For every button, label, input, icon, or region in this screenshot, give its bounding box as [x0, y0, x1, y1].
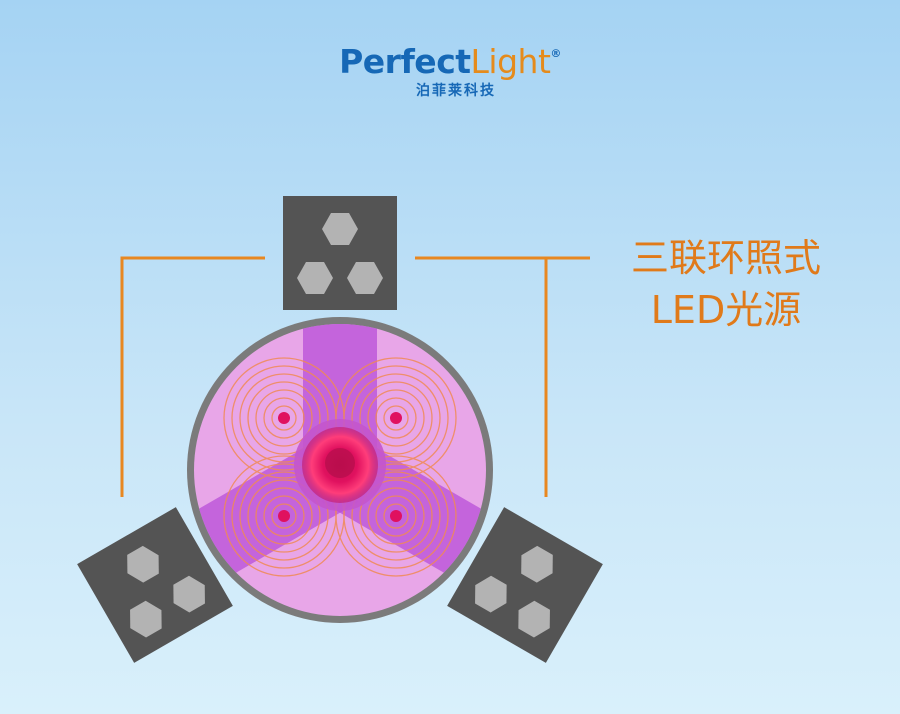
title-line-2: LED光源 [650, 288, 802, 332]
logo-company-name: 泊菲莱科技 [416, 83, 496, 99]
sample-point-top-left [278, 412, 290, 424]
led-module-top [283, 196, 397, 310]
irradiation-rings [223, 357, 457, 577]
logo-word-light: Light [470, 42, 551, 81]
title-line-1: 三联环照式 [630, 236, 821, 280]
logo-wordmark: PerfectLight® [330, 38, 570, 82]
hexagon-chip-icon [322, 213, 358, 245]
hexagon-chip-icon [518, 600, 550, 638]
sample-point-bottom-right [390, 510, 402, 522]
hexagon-chip-icon [521, 545, 553, 583]
led-module-icon [77, 507, 233, 663]
bracket-left [120, 256, 265, 497]
sample-point-top-right [390, 412, 402, 424]
hexagon-chip-icon [347, 262, 383, 294]
sample-point-bottom-left [278, 510, 290, 522]
bracket-lines [120, 256, 590, 497]
rings-top-right [335, 357, 457, 479]
hexagon-chip-icon [130, 600, 162, 638]
led-module-icon [447, 507, 603, 663]
hexagon-chip-icon [297, 262, 333, 294]
rings-bottom-right [335, 455, 457, 577]
hexagon-chip-icon [127, 545, 159, 583]
led-module-left [77, 507, 233, 663]
led-module-right [447, 507, 603, 663]
registered-mark: ® [550, 47, 561, 60]
center-core [325, 448, 355, 478]
sample-points [278, 412, 402, 522]
hexagon-chip-icon [173, 575, 205, 613]
brand-logo: PerfectLight® 泊菲莱科技 [330, 38, 570, 100]
hexagon-chip-icon [475, 575, 507, 613]
diagram-title: 三联环照式 LED光源 [596, 232, 856, 336]
logo-word-perfect: Perfect [339, 42, 471, 81]
